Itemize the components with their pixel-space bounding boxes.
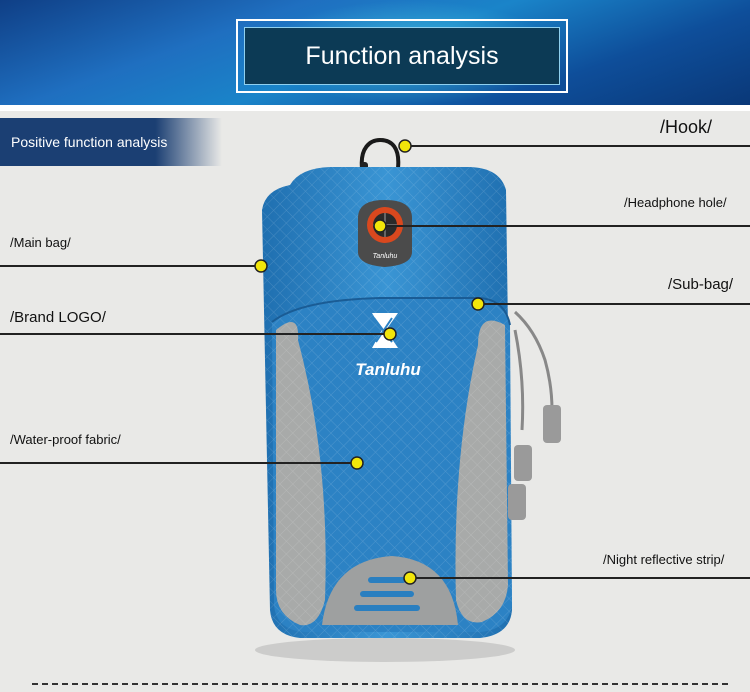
banner-divider xyxy=(0,105,750,111)
label-brand-logo: /Brand LOGO/ xyxy=(10,309,106,326)
zipper-pulls xyxy=(508,310,561,520)
page-title: Function analysis xyxy=(244,27,560,85)
reflective-strip xyxy=(322,556,458,625)
main-bag-marker xyxy=(254,259,268,273)
label-water-proof-fabric: /Water-proof fabric/ xyxy=(10,432,121,447)
reflective-panels xyxy=(276,320,508,626)
footer-dashed-divider xyxy=(32,683,728,685)
label-night-reflective-strip: /Night reflective strip/ xyxy=(603,552,725,567)
label-headphone-hole: /Headphone hole/ xyxy=(624,195,727,210)
section-tag: Positive function analysis xyxy=(0,118,222,166)
hook-marker xyxy=(398,139,412,153)
badge-text: Tanluhu xyxy=(373,253,398,260)
label-hook: /Hook/ xyxy=(660,117,713,137)
sub-bag-marker xyxy=(471,297,485,311)
bag-shadow xyxy=(255,638,515,662)
water-proof-marker xyxy=(350,456,364,470)
callout-markers xyxy=(254,139,485,585)
title-frame xyxy=(236,19,568,93)
brand-logo-marker xyxy=(383,327,397,341)
headphone-hole-badge: Tanluhu xyxy=(358,200,412,267)
headphone-hole-marker xyxy=(373,219,387,233)
label-main-bag: /Main bag/ xyxy=(10,235,71,250)
callout-lines xyxy=(0,145,750,579)
reflective-strip-marker xyxy=(403,571,417,585)
brand-wordmark: Tanluhu xyxy=(355,360,421,379)
sub-bag xyxy=(271,297,512,632)
label-sub-bag: /Sub-bag/ xyxy=(668,276,734,293)
